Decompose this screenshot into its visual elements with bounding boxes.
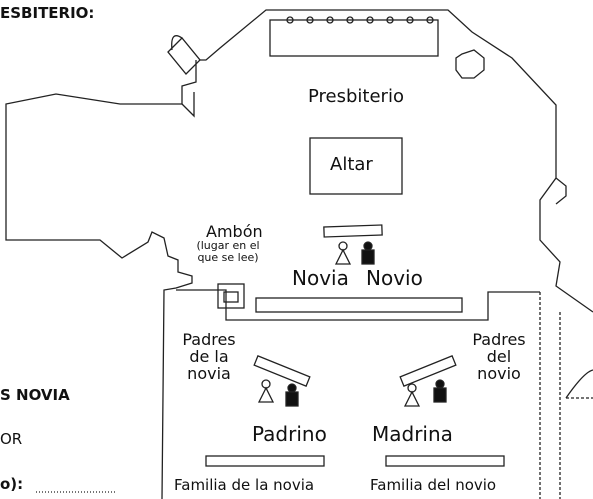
ambon-stand	[217, 283, 245, 309]
door-swing-top-left	[171, 35, 183, 51]
kneeler-padrinos-right	[399, 355, 457, 387]
presbiterio-step	[176, 289, 540, 321]
octagon-column	[455, 49, 485, 79]
ambon-note-line2: que se lee)	[197, 250, 259, 264]
label-madrina: Madrina	[372, 422, 453, 446]
bench-familia-novio	[385, 455, 505, 467]
window-bar	[269, 19, 439, 57]
label-padres-novio: Padres del novio	[466, 330, 532, 383]
figure-novia	[334, 241, 352, 265]
heading-presbiterio-cut: ESBITERIO:	[0, 4, 95, 22]
padres-novio-line2: del	[486, 346, 512, 366]
field-label-cut: o):	[0, 475, 24, 493]
label-padrino: Padrino	[252, 422, 327, 446]
padres-novia-line1: Padres	[182, 330, 236, 349]
figure-madre-novio	[433, 379, 447, 403]
altar-box	[309, 137, 403, 195]
novia-side-cut: S NOVIA	[0, 386, 70, 404]
label-familia-novio: Familia del novio	[370, 476, 497, 494]
label-padres-novia: Padres de la novia	[178, 330, 240, 383]
step-rail	[255, 297, 463, 313]
door-right	[565, 369, 593, 399]
label-ambon-note: (lugar en el que se lee)	[194, 240, 262, 263]
door-top-left	[167, 37, 201, 75]
label-altar: Altar	[330, 154, 373, 175]
label-ambon: Ambón	[206, 222, 263, 241]
padres-novio-line3: novio	[477, 363, 521, 383]
window-posts	[286, 16, 434, 24]
outline-notch-left	[181, 92, 195, 118]
figure-padre-novia	[257, 379, 275, 403]
ambon-note-line1: (lugar en el	[196, 239, 260, 252]
padres-novia-line2: de la	[189, 346, 229, 366]
ambon-stand-inner	[223, 291, 239, 303]
padres-novia-line3: novia	[187, 363, 231, 383]
bench-familia-novia	[205, 455, 325, 467]
figure-madre-novia	[285, 383, 299, 407]
kneeler-padrinos-left	[253, 355, 311, 387]
outline-notch-right	[555, 177, 567, 205]
figure-padre-novio	[403, 383, 421, 407]
right-wall	[539, 292, 593, 499]
church-outline	[5, 9, 593, 499]
figure-novio	[361, 241, 375, 265]
label-presbiterio: Presbiterio	[308, 86, 404, 107]
label-familia-novia: Familia de la novia	[174, 476, 315, 494]
kneeler-couple	[323, 224, 383, 238]
or-cut: OR	[0, 430, 23, 448]
padres-novio-line1: Padres	[472, 330, 526, 349]
label-novia: Novia	[292, 266, 349, 290]
label-novio: Novio	[366, 266, 423, 290]
